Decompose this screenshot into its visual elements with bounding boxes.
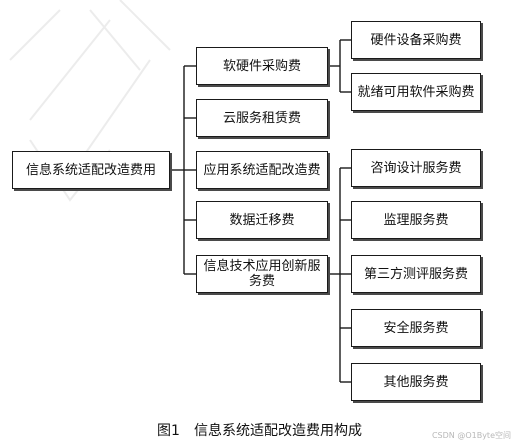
figure-caption: 图1 信息系统适配改造费用构成 — [0, 420, 519, 440]
node-label: 就绪可用软件采购费 — [357, 84, 475, 100]
node-label: 云服务租赁费 — [222, 110, 301, 126]
node-label: 第三方测评服务费 — [363, 266, 468, 282]
node-label: 数据迁移费 — [229, 212, 295, 228]
node-ready-software-procurement: 就绪可用软件采购费 — [351, 73, 481, 111]
node-it-innovation-services: 信息技术应用创新服务费 — [196, 255, 328, 293]
node-cloud-service-rental: 云服务租赁费 — [196, 99, 328, 137]
figure-title: 信息系统适配改造费用构成 — [193, 423, 362, 439]
node-data-migration: 数据迁移费 — [196, 201, 328, 239]
node-hardware-equipment-procurement: 硬件设备采购费 — [351, 21, 481, 59]
root-node: 信息系统适配改造费用 — [12, 151, 170, 189]
node-consulting-design-services: 咨询设计服务费 — [351, 149, 481, 187]
node-label: 软硬件采购费 — [222, 58, 301, 74]
node-label: 咨询设计服务费 — [370, 160, 462, 176]
watermark-text: CSDN @O1Byte空间 — [431, 431, 511, 440]
figure-number: 图1 — [157, 423, 180, 439]
node-label: 监理服务费 — [383, 212, 449, 228]
root-label: 信息系统适配改造费用 — [25, 162, 156, 178]
node-label: 其他服务费 — [383, 374, 449, 390]
node-security-services: 安全服务费 — [351, 309, 481, 347]
node-label: 信息技术应用创新服务费 — [203, 259, 321, 289]
node-other-services: 其他服务费 — [351, 363, 481, 401]
node-label: 安全服务费 — [383, 320, 449, 336]
node-label: 硬件设备采购费 — [370, 32, 462, 48]
node-supervision-services: 监理服务费 — [351, 201, 481, 239]
node-software-hardware-procurement: 软硬件采购费 — [196, 47, 328, 85]
node-label: 应用系统适配改造费 — [203, 162, 321, 178]
node-application-adaptation: 应用系统适配改造费 — [196, 151, 328, 189]
node-third-party-testing-services: 第三方测评服务费 — [351, 255, 481, 293]
